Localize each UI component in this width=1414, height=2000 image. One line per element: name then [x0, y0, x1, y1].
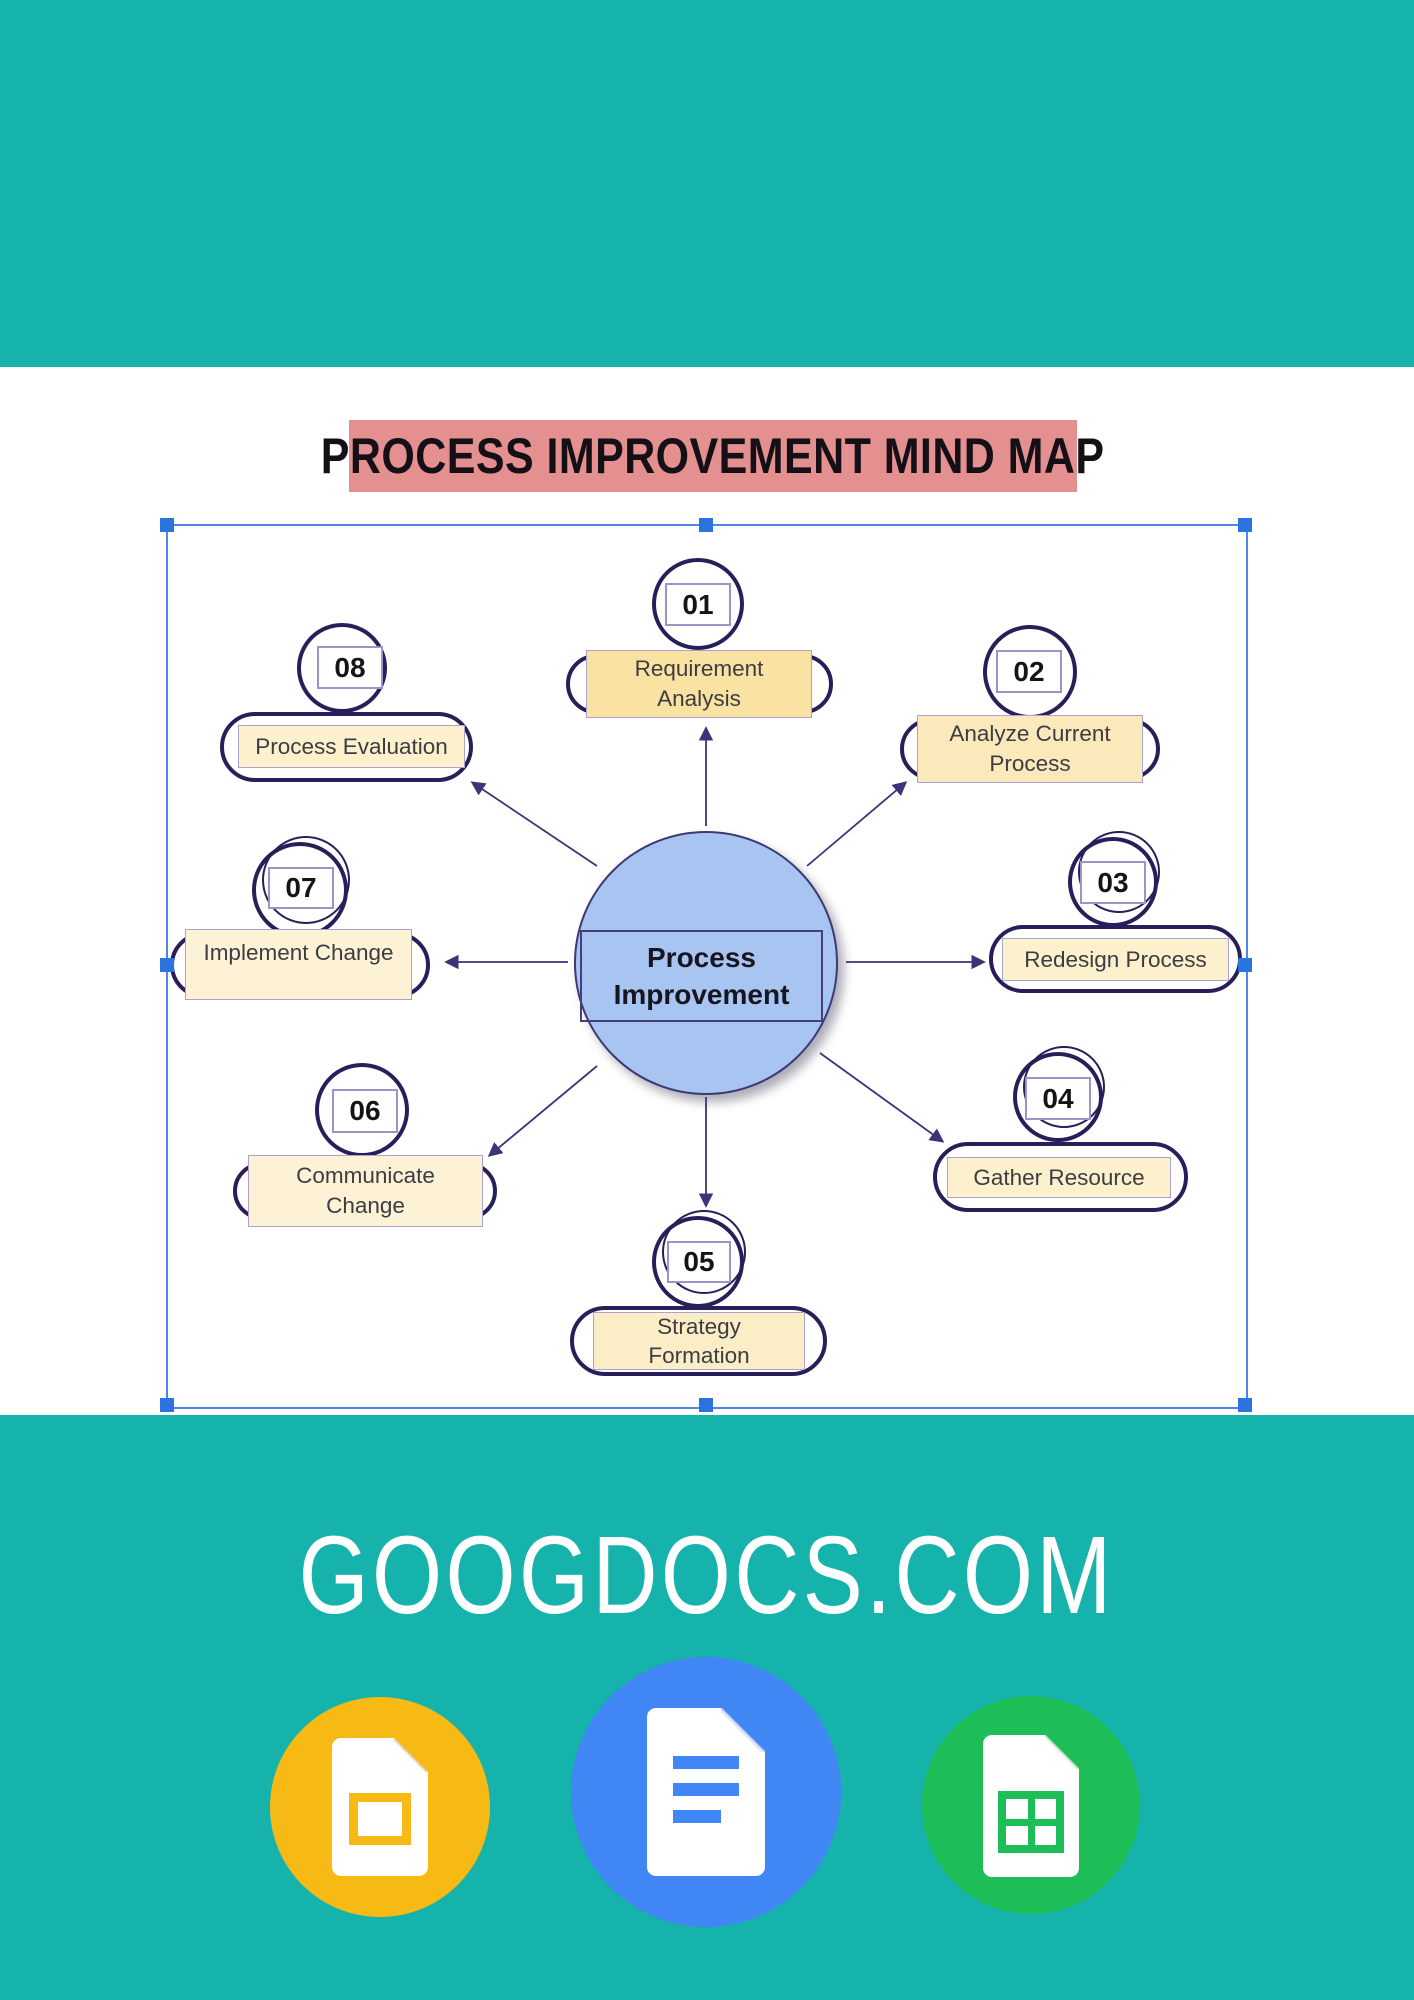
node-label: Implement Change — [185, 929, 412, 1000]
node-label: Process Evaluation — [238, 725, 465, 768]
node-number: 06 — [332, 1089, 398, 1133]
node-label: Requirement Analysis — [586, 650, 812, 718]
page-title-text: PROCESS IMPROVEMENT MIND MAP — [321, 428, 1105, 484]
page-title: PROCESS IMPROVEMENT MIND MAP — [321, 420, 1104, 492]
selection-handle-bottom-left[interactable] — [160, 1398, 174, 1412]
slides-document-shape — [332, 1738, 428, 1876]
selection-handle-bottom-right[interactable] — [1238, 1398, 1252, 1412]
sheets-document-shape — [983, 1735, 1079, 1877]
selection-handle-top-left[interactable] — [160, 518, 174, 532]
folded-corner — [394, 1738, 428, 1772]
selection-handle-middle-left[interactable] — [160, 958, 174, 972]
google-sheets-icon — [922, 1696, 1140, 1914]
folded-corner — [721, 1708, 765, 1752]
node-number: 03 — [1080, 861, 1146, 904]
node-label: Gather Resource — [947, 1157, 1171, 1198]
google-slides-icon — [270, 1697, 490, 1917]
node-number: 07 — [268, 867, 334, 909]
text-line-glyph — [673, 1756, 739, 1769]
website-name: GOOGDOCS.COM — [298, 1514, 1116, 1637]
selection-handle-middle-right[interactable] — [1238, 958, 1252, 972]
node-number: 08 — [317, 646, 383, 689]
node-number: 02 — [996, 650, 1062, 693]
node-label: Redesign Process — [1002, 938, 1229, 981]
center-topic-circle — [574, 831, 838, 1095]
folded-corner — [1045, 1735, 1079, 1769]
node-label: Strategy Formation — [593, 1312, 805, 1370]
node-label: Analyze Current Process — [917, 715, 1143, 783]
center-topic-label: Process Improvement — [580, 930, 823, 1022]
slide-frame-glyph — [349, 1793, 411, 1845]
google-docs-icon — [571, 1657, 841, 1927]
node-number: 04 — [1025, 1077, 1091, 1120]
docs-document-shape — [647, 1708, 765, 1876]
selection-handle-top-middle[interactable] — [699, 518, 713, 532]
node-number: 05 — [667, 1241, 731, 1283]
selection-handle-top-right[interactable] — [1238, 518, 1252, 532]
top-teal-band — [0, 0, 1414, 367]
spreadsheet-grid-glyph — [998, 1791, 1064, 1853]
node-label: Communicate Change — [248, 1155, 483, 1227]
selection-handle-bottom-middle[interactable] — [699, 1398, 713, 1412]
text-line-glyph — [673, 1783, 739, 1796]
node-number: 01 — [665, 583, 731, 626]
text-line-glyph — [673, 1810, 721, 1823]
